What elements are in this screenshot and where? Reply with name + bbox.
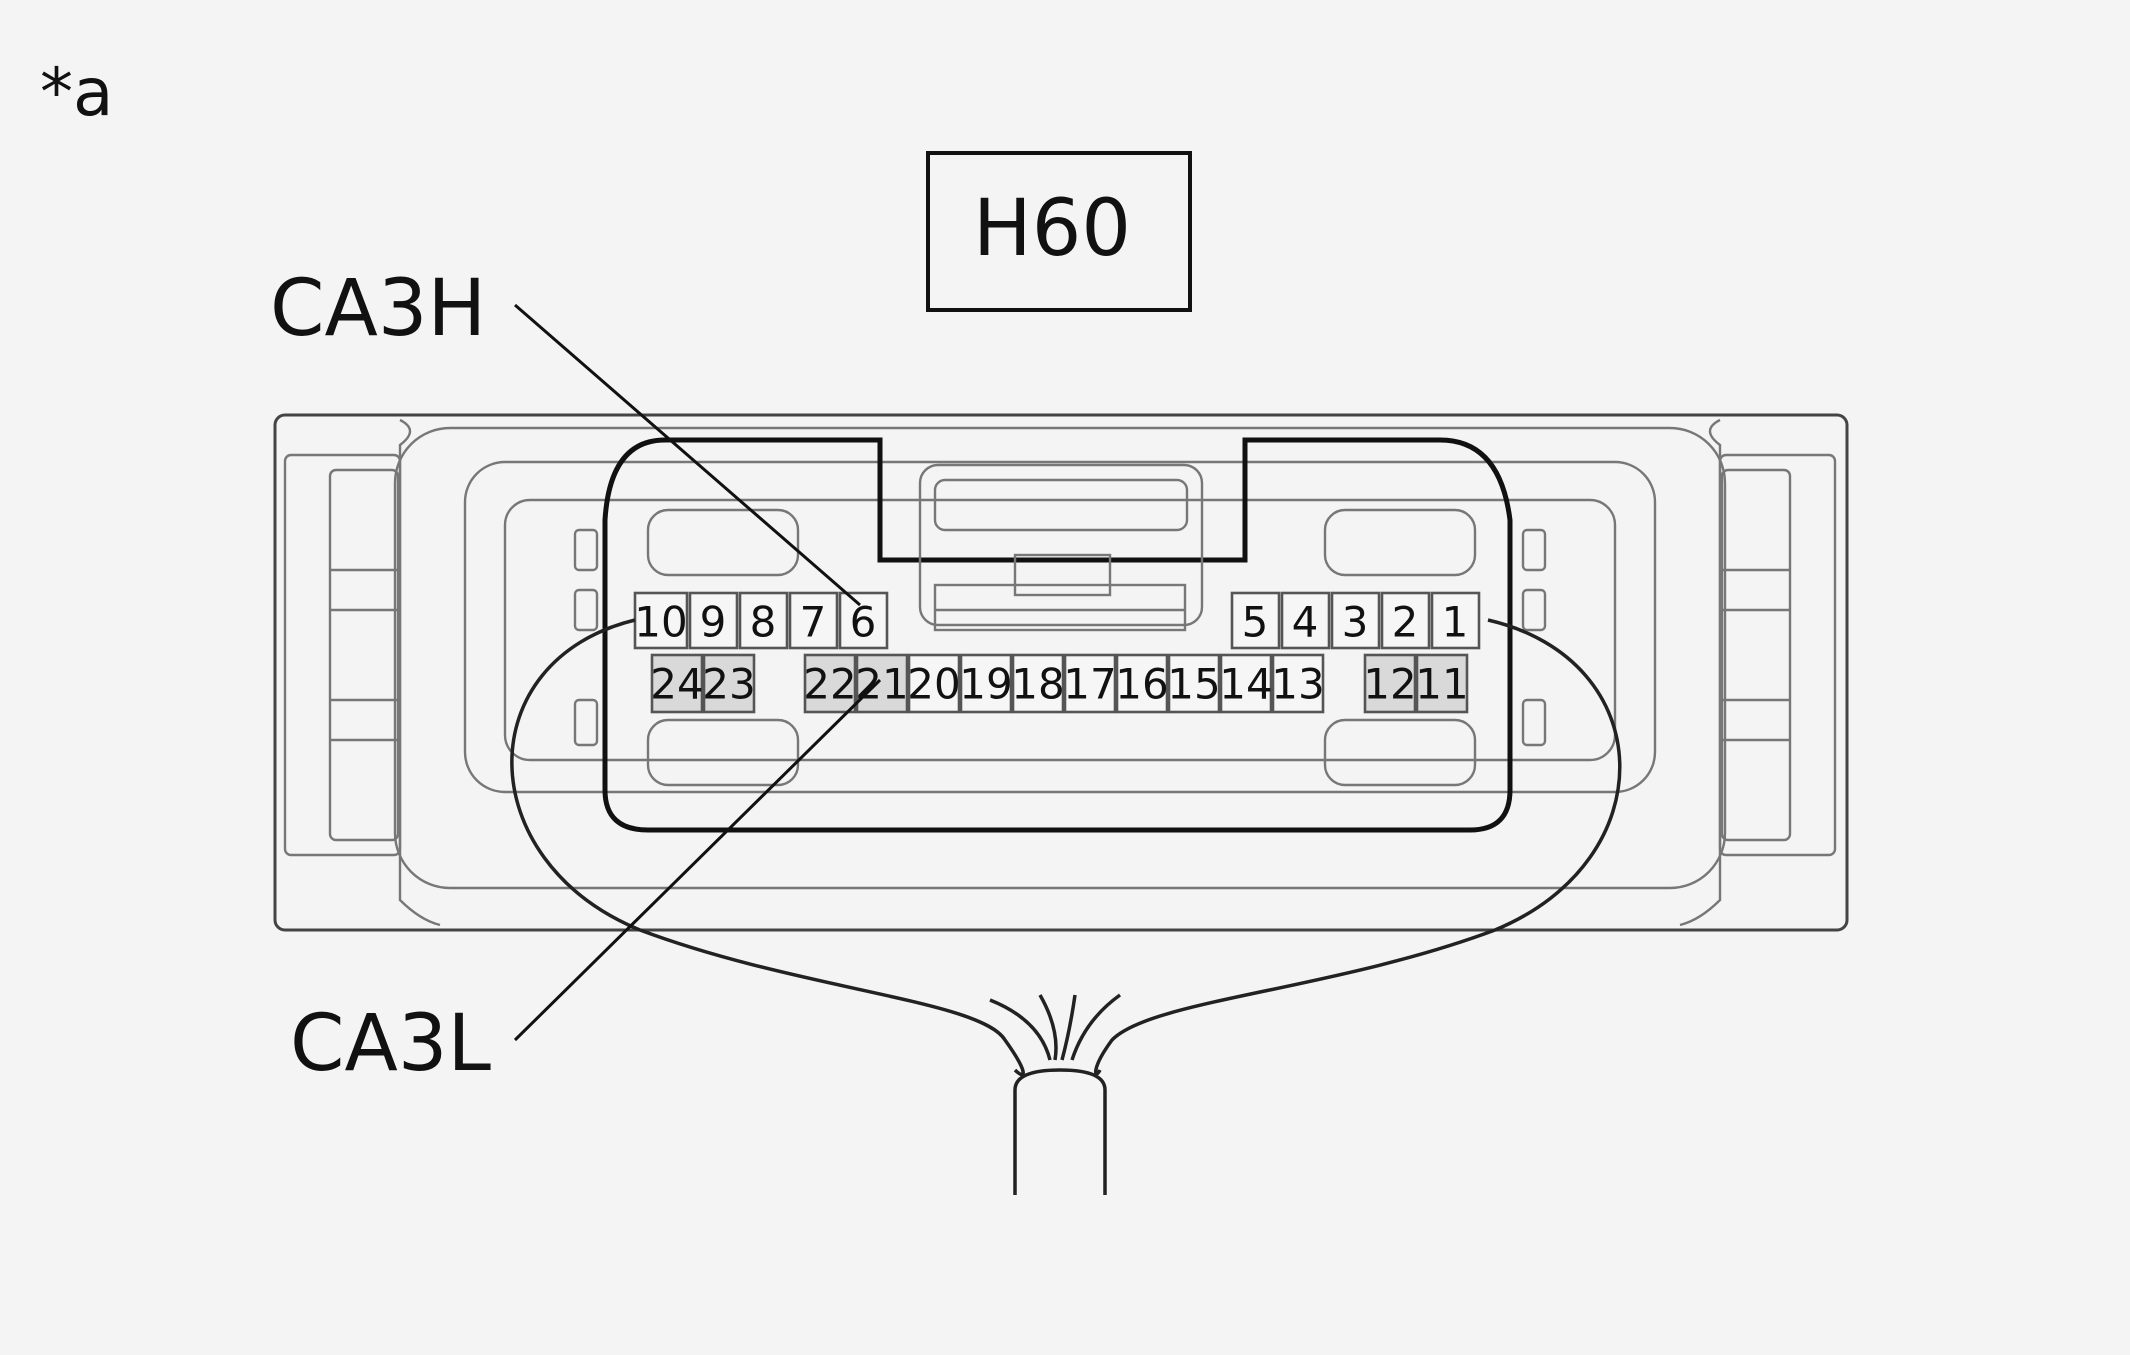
pin-label: 15 xyxy=(1167,660,1220,709)
pin-label: 4 xyxy=(1292,598,1319,647)
pin-label: 5 xyxy=(1242,598,1269,647)
pin-label: 2 xyxy=(1392,598,1419,647)
connector-code-box: H60 xyxy=(926,151,1192,312)
pin-label: 14 xyxy=(1219,660,1272,709)
pin-label: 16 xyxy=(1115,660,1168,709)
pin-label: 8 xyxy=(750,598,777,647)
pin-label: 3 xyxy=(1342,598,1369,647)
pin-label: 12 xyxy=(1363,660,1416,709)
ca3l-label: CA3L xyxy=(290,999,491,1089)
pin-row-top-left: 10 9 8 7 6 xyxy=(633,591,889,650)
ca3h-label: CA3H xyxy=(270,264,486,354)
pin-label: 24 xyxy=(650,660,703,709)
pin-label: 18 xyxy=(1011,660,1064,709)
connector-code: H60 xyxy=(973,184,1131,274)
view-label: *a xyxy=(40,54,113,131)
ca3h-leader xyxy=(514,303,861,607)
pin-label: 20 xyxy=(907,660,960,709)
pin-row-top-right: 5 4 3 2 1 xyxy=(1230,591,1481,650)
pin-row-bottom-right: 12 11 xyxy=(1363,653,1469,714)
pin-row-bottom-mid: 22 21 20 19 18 17 16 15 14 13 xyxy=(803,653,1325,714)
pin-label: 22 xyxy=(803,660,856,709)
pin-label: 11 xyxy=(1415,660,1468,709)
pin-row-bottom-left: 24 23 xyxy=(650,653,756,714)
pin-label: 19 xyxy=(959,660,1012,709)
pin-label: 21 xyxy=(855,660,908,709)
pin-label: 7 xyxy=(800,598,827,647)
pin-label: 13 xyxy=(1271,660,1324,709)
wire-harness xyxy=(510,618,1622,1195)
pin-label: 23 xyxy=(702,660,755,709)
pin-label: 9 xyxy=(700,598,727,647)
connector-housing xyxy=(273,413,1849,932)
ca3l-leader xyxy=(513,678,882,1042)
pin-label: 10 xyxy=(634,598,687,647)
pin-label: 6 xyxy=(850,598,877,647)
pin-label: 17 xyxy=(1063,660,1116,709)
connector-face xyxy=(602,437,1513,833)
pin-label: 1 xyxy=(1442,598,1469,647)
